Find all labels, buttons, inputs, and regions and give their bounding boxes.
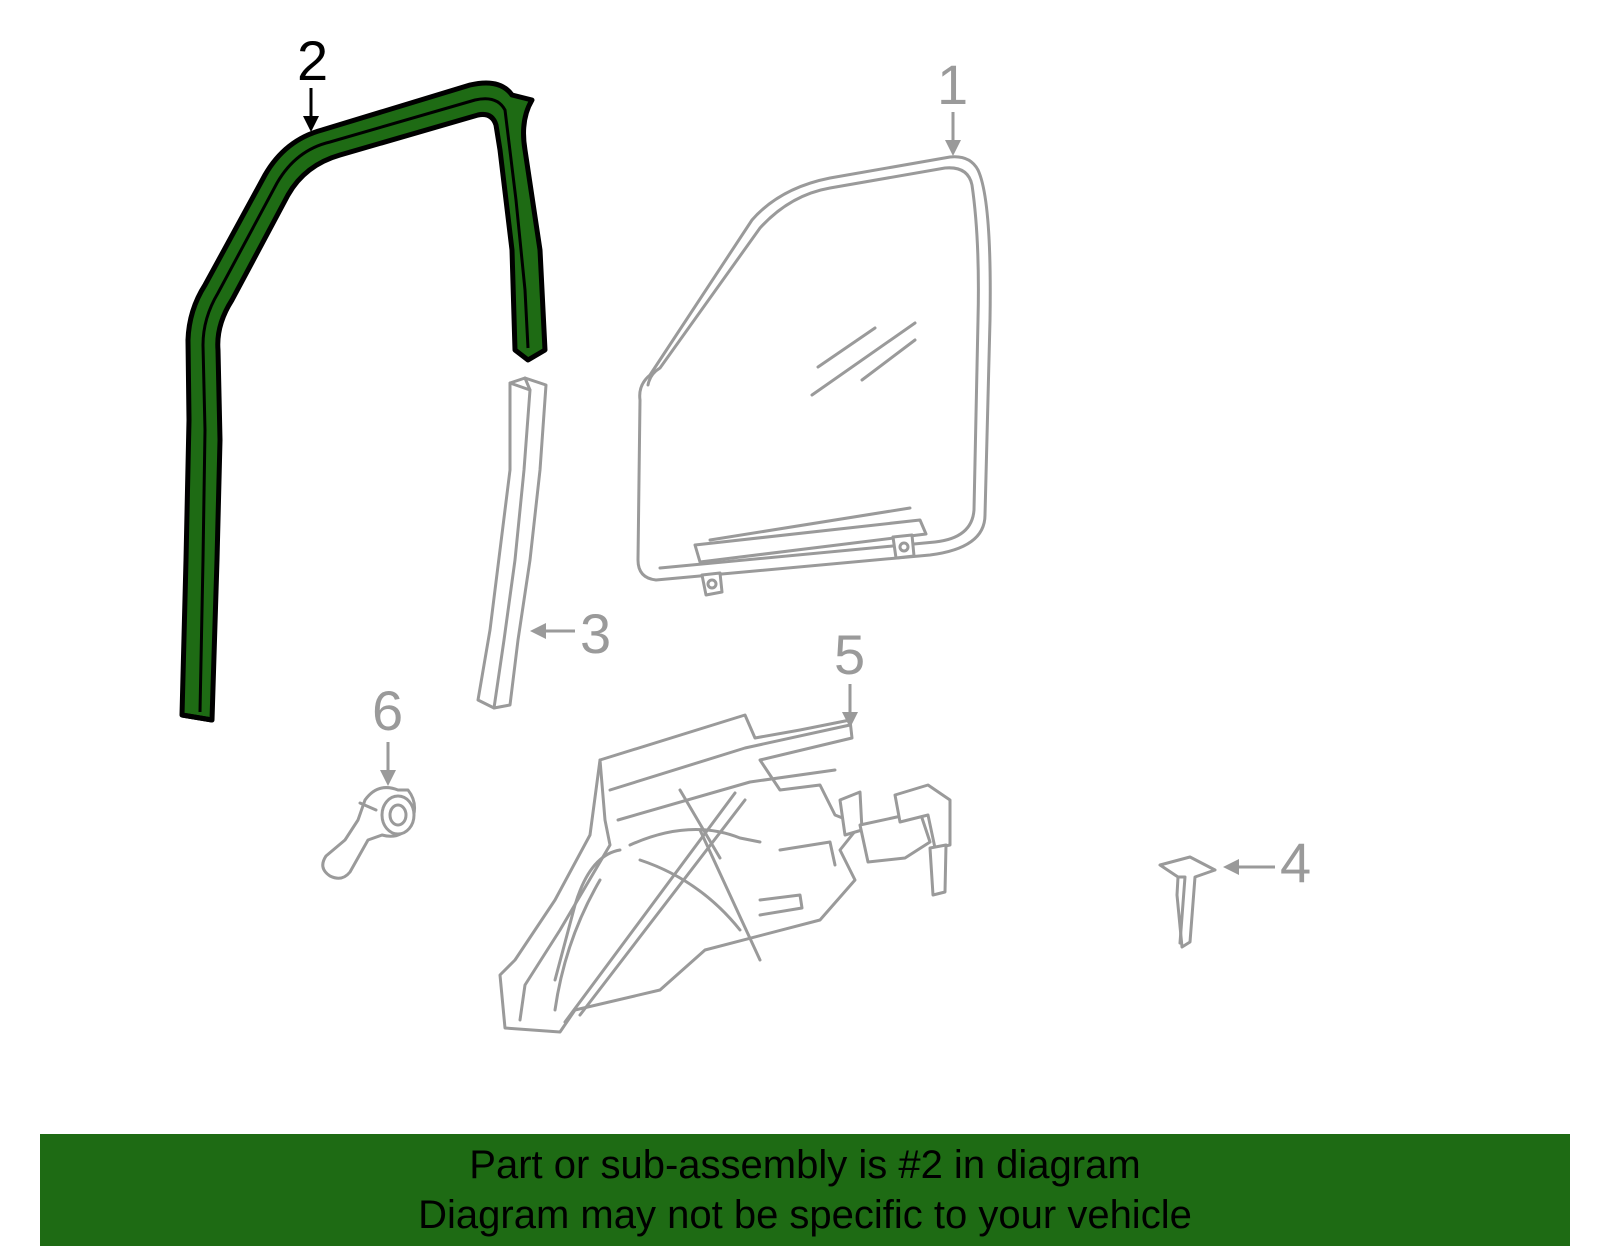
- callout-1: 1: [937, 53, 968, 116]
- arrow-3: [530, 623, 575, 639]
- part-1-door-glass[interactable]: [636, 155, 992, 597]
- arrow-1: [945, 112, 961, 156]
- callout-6: 6: [372, 679, 403, 742]
- banner-line-1: Part or sub-assembly is #2 in diagram: [469, 1143, 1141, 1187]
- callout-4: 4: [1280, 831, 1311, 894]
- arrow-4: [1223, 859, 1275, 875]
- part-5-regulator[interactable]: [498, 713, 952, 1034]
- banner-line-2: Diagram may not be specific to your vehi…: [418, 1193, 1192, 1237]
- callout-5: 5: [834, 623, 865, 686]
- part-2-run-channel[interactable]: [179, 80, 548, 723]
- arrow-6: [380, 742, 396, 786]
- info-banner: Part or sub-assembly is #2 in diagram Di…: [40, 1134, 1570, 1246]
- part-3-division-bar[interactable]: [476, 376, 548, 710]
- part-4-clip[interactable]: [1158, 855, 1217, 949]
- callout-3: 3: [580, 602, 611, 665]
- arrow-2: [303, 88, 319, 132]
- part-6-crank-handle[interactable]: [321, 786, 416, 880]
- arrow-5: [842, 684, 858, 728]
- callout-2: 2: [297, 29, 328, 92]
